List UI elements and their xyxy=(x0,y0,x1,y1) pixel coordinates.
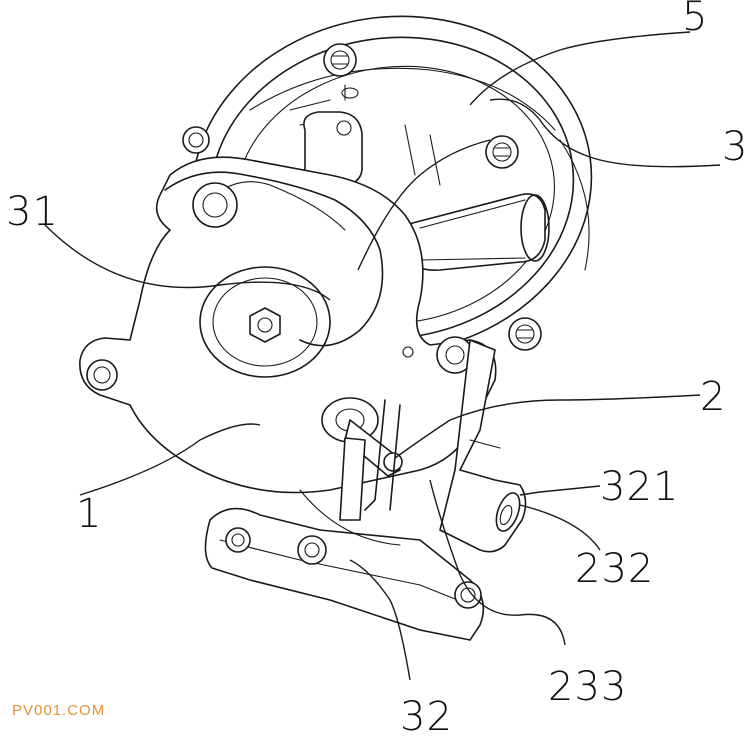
label-31: 31 xyxy=(6,189,59,235)
lever-part-2 xyxy=(321,397,403,521)
leader-lines xyxy=(44,31,721,681)
label-2: 2 xyxy=(700,374,726,420)
bolt xyxy=(508,317,542,351)
label-32: 32 xyxy=(400,694,453,736)
label-232: 232 xyxy=(575,546,654,592)
bracket-321 xyxy=(439,339,527,553)
label-1: 1 xyxy=(76,491,102,537)
label-5: 5 xyxy=(682,0,708,40)
outlet-flange-32 xyxy=(204,489,485,641)
turbine-housing xyxy=(79,156,497,494)
reference-labels: 5 3 31 2 321 1 232 233 32 xyxy=(6,0,748,740)
label-321: 321 xyxy=(600,464,679,510)
bolt xyxy=(182,126,210,154)
label-233: 233 xyxy=(548,664,627,710)
watermark: PV001.COM xyxy=(12,702,105,719)
bolt xyxy=(323,43,357,77)
label-3: 3 xyxy=(722,124,748,170)
bolt xyxy=(485,135,519,169)
